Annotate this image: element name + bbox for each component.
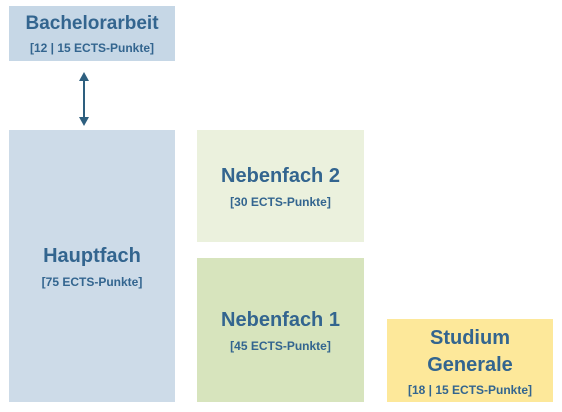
- nebenfach-2-box: Nebenfach 2 [30 ECTS-Punkte]: [197, 130, 364, 242]
- nebenfach-1-box: Nebenfach 1 [45 ECTS-Punkte]: [197, 258, 364, 402]
- nebenfach-1-ects: [45 ECTS-Punkte]: [230, 339, 331, 353]
- studium-generale-title-line1: Studium: [430, 326, 510, 349]
- nebenfach-2-title: Nebenfach 2: [221, 165, 340, 187]
- nebenfach-1-title: Nebenfach 1: [221, 309, 340, 331]
- nebenfach-2-ects: [30 ECTS-Punkte]: [230, 195, 331, 209]
- studium-generale-title-line2: Generale: [427, 353, 513, 376]
- hauptfach-ects: [75 ECTS-Punkte]: [41, 275, 143, 289]
- hauptfach-title: Hauptfach: [43, 245, 141, 267]
- double-arrow-icon: [79, 72, 89, 126]
- studium-generale-box: Studium Generale [18 | 15 ECTS-Punkte]: [387, 319, 553, 402]
- studium-generale-ects: [18 | 15 ECTS-Punkte]: [407, 382, 533, 397]
- bachelorarbeit-title: Bachelorarbeit: [25, 13, 159, 35]
- hauptfach-box: Hauptfach [75 ECTS-Punkte]: [9, 130, 175, 402]
- bachelorarbeit-box: Bachelorarbeit [12 | 15 ECTS-Punkte]: [9, 6, 175, 61]
- bachelorarbeit-ects: [12 | 15 ECTS-Punkte]: [29, 40, 155, 55]
